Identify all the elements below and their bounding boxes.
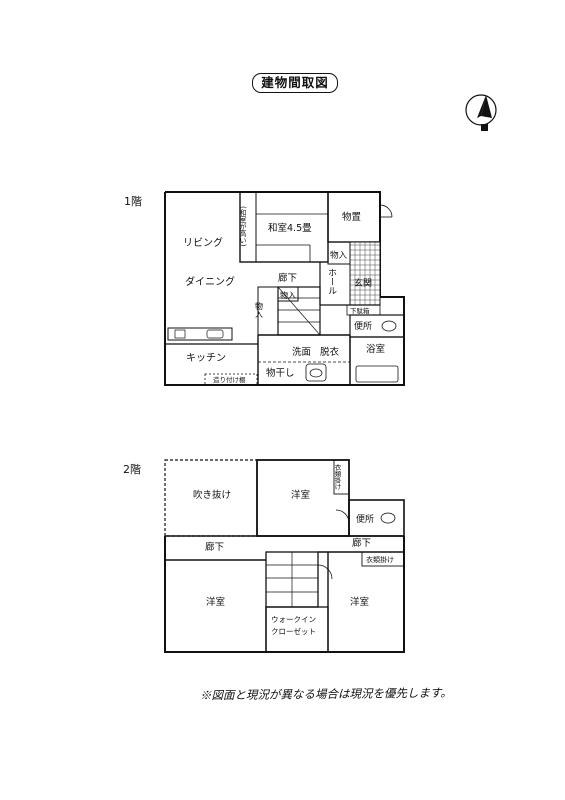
room-dressing: 脱衣 [320, 346, 340, 358]
room-entrance: 玄関 [354, 277, 372, 289]
room-hall: ホール [326, 268, 337, 295]
room-walkin-line1: ウォークイン [271, 615, 316, 624]
room-walkin-line2: クローゼット [271, 626, 316, 636]
room-western-top: 洋室 [291, 489, 310, 501]
room-closet-d: 物入 [253, 393, 255, 396]
room-hallway-right: 廊下 [352, 537, 371, 549]
room-hallway: 廊下 [278, 272, 297, 284]
room-closet-a: 物入 [330, 250, 348, 261]
room-storeroom: 物置 [342, 211, 361, 223]
room-living: リビング [183, 236, 223, 249]
room-washitsu: 和室4.5畳 [268, 222, 312, 234]
room-hanger-top: 衣類掛け [333, 463, 341, 491]
second-floor-plan [164, 459, 405, 653]
washitsu-note: (和室が高い) [239, 206, 247, 247]
built-in-shelf: 造り付け棚 [213, 375, 246, 384]
room-closet-b: 物入 [280, 290, 296, 300]
room-western-left: 洋室 [206, 596, 225, 608]
floor-label-2f: 2階 [123, 463, 141, 476]
room-washroom: 洗面 [292, 346, 311, 358]
room-kitchen: キッチン [186, 352, 226, 364]
room-dining: ダイニング [185, 275, 235, 288]
room-western-right: 洋室 [350, 596, 369, 608]
disclaimer-note: ※図面と現況が異なる場合は現況を優先します。 [199, 685, 452, 703]
room-atrium: 吹き抜け [193, 489, 231, 501]
room-toilet-2f: 便所 [356, 513, 374, 525]
page-title: 建物間取図 [252, 73, 338, 93]
first-floor-plan [164, 191, 405, 386]
room-shoe-cabinet: 下駄箱 [350, 306, 370, 315]
room-drying: 物干し [266, 367, 295, 379]
room-hallway-left: 廊下 [205, 541, 224, 553]
north-arrow-icon [465, 94, 497, 131]
room-toilet-1f: 便所 [354, 320, 372, 332]
room-closet-c: 物入 [255, 301, 264, 318]
room-hanger-right: 衣類掛け [366, 555, 394, 564]
floor-label-1f: 1階 [124, 195, 142, 208]
room-bath: 浴室 [366, 343, 385, 355]
